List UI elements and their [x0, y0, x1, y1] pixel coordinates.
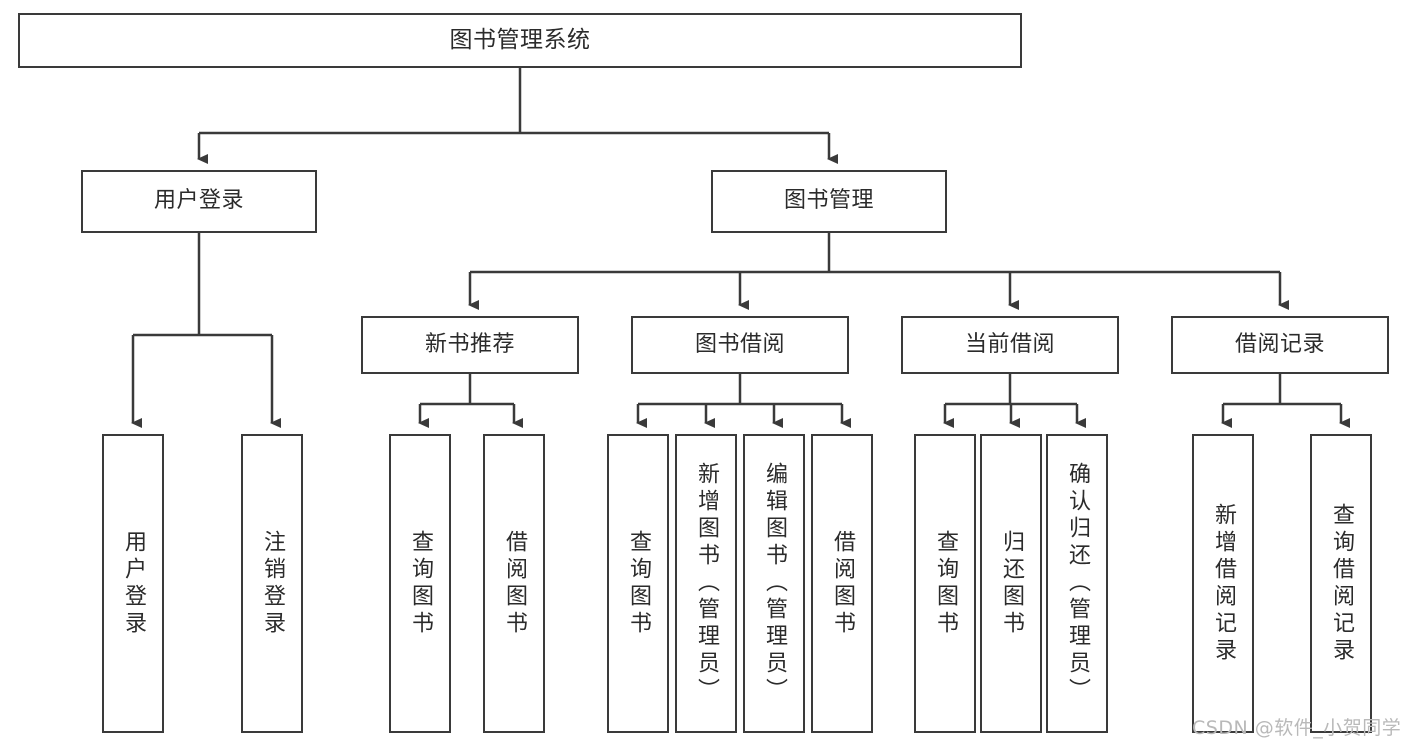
leaf-node-5-label: 查询图书	[626, 529, 651, 638]
leaf-node-13-label: 查询借阅记录	[1329, 502, 1354, 665]
root-node-book-management-system-label: 图书管理系统	[449, 26, 591, 53]
level2-node-2-label: 图书借阅	[694, 331, 785, 357]
leaf-node-13[interactable]: 查询借阅记录	[1310, 434, 1372, 733]
level2-node-1[interactable]: 新书推荐	[361, 316, 579, 374]
leaf-node-3-label: 查询图书	[408, 529, 433, 638]
leaf-node-1-label: 用户登录	[121, 529, 146, 638]
leaf-node-6-label: 新增图书（管理员）	[694, 462, 719, 705]
level1-node-2-label: 图书管理	[783, 188, 874, 214]
leaf-node-2[interactable]: 注销登录	[241, 434, 303, 733]
leaf-node-9[interactable]: 查询图书	[914, 434, 976, 733]
level1-node-1[interactable]: 用户登录	[81, 170, 317, 233]
leaf-node-10-label: 归还图书	[999, 529, 1024, 638]
leaf-node-8[interactable]: 借阅图书	[811, 434, 873, 733]
leaf-node-8-label: 借阅图书	[830, 529, 855, 638]
leaf-node-7-label: 编辑图书（管理员）	[762, 462, 787, 705]
leaf-node-2-label: 注销登录	[260, 529, 285, 638]
level2-node-4-label: 借阅记录	[1234, 331, 1325, 357]
leaf-node-12-label: 新增借阅记录	[1211, 502, 1236, 665]
level1-node-2[interactable]: 图书管理	[711, 170, 947, 233]
leaf-node-12[interactable]: 新增借阅记录	[1192, 434, 1254, 733]
level2-node-3[interactable]: 当前借阅	[901, 316, 1119, 374]
csdn-watermark: CSDN @软件_小贺同学	[1192, 717, 1402, 739]
leaf-node-6[interactable]: 新增图书（管理员）	[675, 434, 737, 733]
leaf-node-10[interactable]: 归还图书	[980, 434, 1042, 733]
leaf-node-1[interactable]: 用户登录	[102, 434, 164, 733]
root-node-book-management-system[interactable]: 图书管理系统	[18, 13, 1022, 68]
leaf-node-3[interactable]: 查询图书	[389, 434, 451, 733]
leaf-node-9-label: 查询图书	[933, 529, 958, 638]
level1-node-1-label: 用户登录	[153, 188, 244, 214]
leaf-node-11[interactable]: 确认归还（管理员）	[1046, 434, 1108, 733]
level2-node-4[interactable]: 借阅记录	[1171, 316, 1389, 374]
leaf-node-4-label: 借阅图书	[502, 529, 527, 638]
level2-node-1-label: 新书推荐	[424, 331, 515, 357]
level2-node-3-label: 当前借阅	[964, 331, 1055, 357]
level2-node-2[interactable]: 图书借阅	[631, 316, 849, 374]
leaf-node-4[interactable]: 借阅图书	[483, 434, 545, 733]
leaf-node-11-label: 确认归还（管理员）	[1065, 462, 1090, 705]
leaf-node-7[interactable]: 编辑图书（管理员）	[743, 434, 805, 733]
leaf-node-5[interactable]: 查询图书	[607, 434, 669, 733]
